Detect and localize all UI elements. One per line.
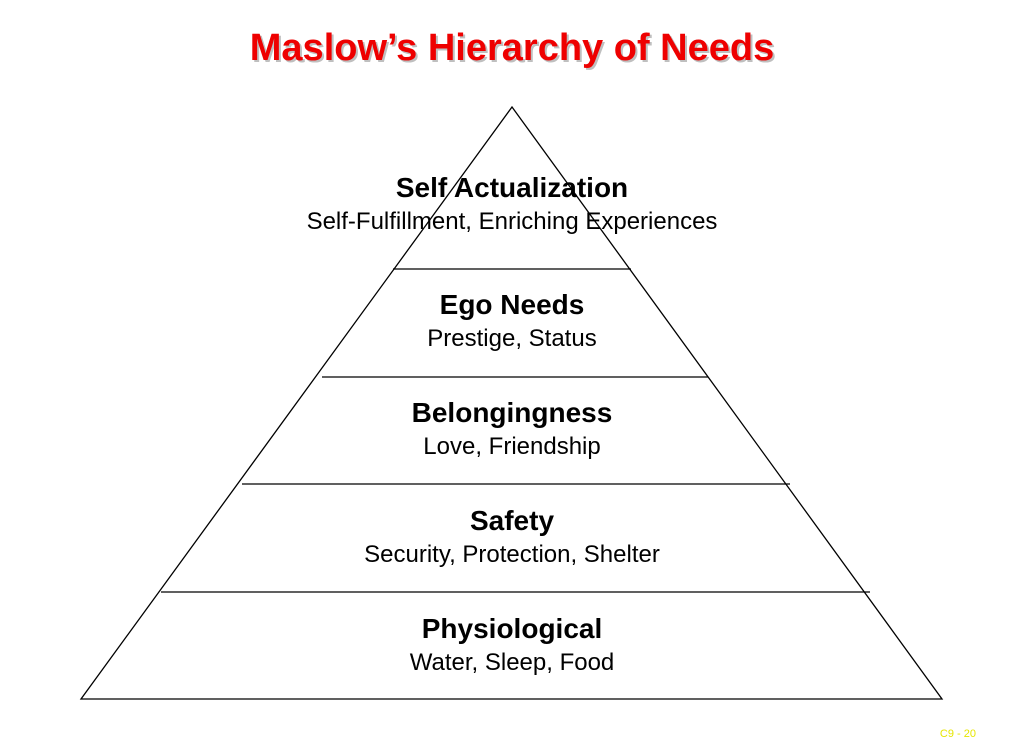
level-name: Belongingness <box>411 397 613 428</box>
slide-title: Maslow’s Hierarchy of Needs <box>249 27 775 69</box>
level-name: Self Actualization <box>395 172 629 203</box>
level-description: Love, Friendship <box>423 433 601 460</box>
level-self-actualization: Self Actualization Self-Fulfillment, Enr… <box>0 170 1024 238</box>
pyramid-outline <box>79 105 944 700</box>
level-safety: Safety Security, Protection, Shelter <box>0 503 1024 571</box>
level-name: Physiological <box>421 613 603 644</box>
level-description: Self-Fulfillment, Enriching Experiences <box>306 208 718 235</box>
level-name: Safety <box>469 505 555 536</box>
level-description: Security, Protection, Shelter <box>364 541 660 568</box>
level-name: Ego Needs <box>439 289 585 320</box>
level-physiological: Physiological Water, Sleep, Food <box>0 611 1024 679</box>
level-ego-needs: Ego Needs Prestige, Status <box>0 287 1024 355</box>
level-description: Prestige, Status <box>427 325 597 352</box>
slide-number: C9 - 20 <box>939 728 976 740</box>
level-belongingness: Belongingness Love, Friendship <box>0 395 1024 463</box>
level-description: Water, Sleep, Food <box>409 649 615 676</box>
